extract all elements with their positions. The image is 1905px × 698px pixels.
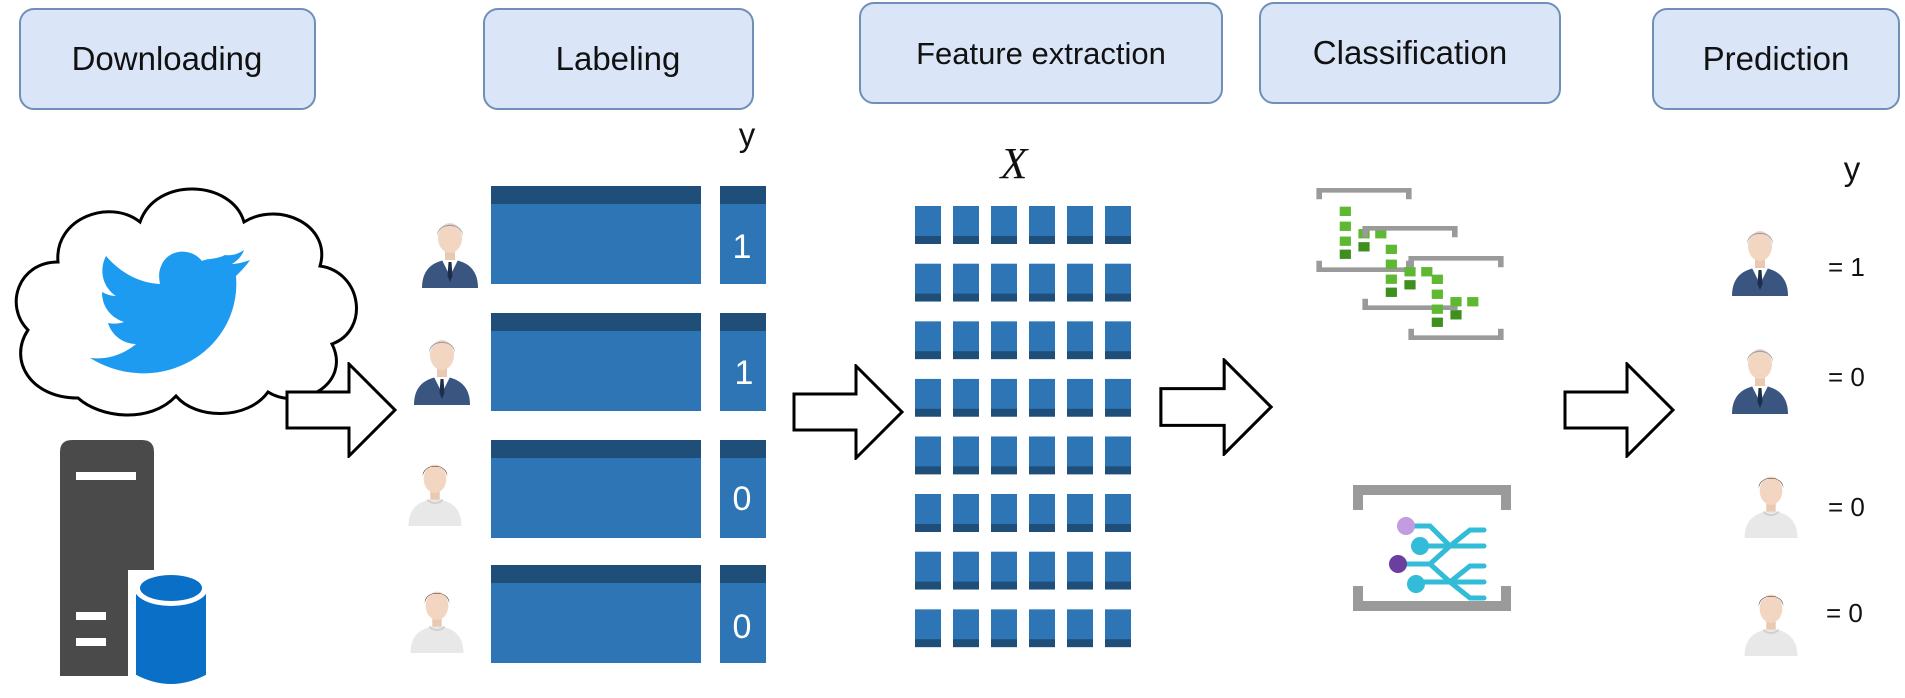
feature-cell (915, 263, 941, 302)
labeled-row: 1 (422, 186, 766, 288)
stage-label: Prediction (1703, 40, 1850, 77)
casual-user-icon (1743, 475, 1799, 538)
ml-model-icon-front (1409, 258, 1502, 338)
row-label: 0 (733, 608, 752, 646)
stage-label: Feature extraction (916, 36, 1166, 71)
feature-cell (1105, 378, 1131, 417)
database-icon (128, 570, 210, 690)
feature-cell (1029, 551, 1055, 590)
feature-cell (915, 206, 941, 244)
twitter-bird-icon (90, 250, 250, 374)
suit-user-icon (1732, 349, 1788, 414)
row-label: 1 (733, 228, 752, 266)
data-row-bar (491, 440, 766, 538)
row-label: 0 (733, 480, 752, 518)
feature-cell (1029, 494, 1055, 532)
feature-cell (1067, 263, 1093, 302)
ml-model-icon (1317, 190, 1502, 338)
suit-user-icon (422, 223, 478, 288)
prediction-result: = 0 (1828, 492, 1865, 522)
feature-cell (915, 378, 941, 417)
stage-feature-extraction: Feature extraction (859, 2, 1223, 104)
feature-cell (915, 551, 941, 590)
labeled-row: 0 (407, 440, 766, 538)
data-row-bar (491, 186, 766, 284)
labeled-row: 0 (409, 565, 766, 663)
feature-cell (1105, 494, 1131, 532)
stage-label: Labeling (556, 40, 681, 77)
stage-labeling: Labeling (483, 8, 754, 110)
prediction-result: = 1 (1828, 252, 1865, 282)
suit-user-icon (414, 340, 470, 405)
feature-cell (953, 206, 979, 244)
feature-cell (1029, 609, 1055, 648)
prediction-row: = 0 (1732, 349, 1865, 414)
prediction-row: = 1 (1732, 231, 1865, 296)
feature-cell (1029, 263, 1055, 302)
feature-cell (1105, 436, 1131, 475)
labeling-target-symbol: y (739, 116, 756, 153)
data-row-bar (491, 565, 766, 663)
row-label: 1 (735, 354, 754, 392)
stage-label: Classification (1313, 34, 1507, 71)
feature-cell (953, 263, 979, 302)
feature-cell (1029, 206, 1055, 244)
feature-cell (1067, 436, 1093, 475)
feature-cell (991, 551, 1017, 590)
decision-tree-icon (1353, 485, 1511, 611)
feature-cell (1029, 436, 1055, 475)
feature-cell (1067, 321, 1093, 360)
prediction-row: = 0 (1743, 475, 1865, 538)
feature-cell (991, 206, 1017, 244)
feature-cell (1105, 551, 1131, 590)
prediction-row: = 0 (1743, 593, 1863, 656)
feature-cell (991, 436, 1017, 475)
feature-cell (1067, 551, 1093, 590)
feature-cell (1067, 378, 1093, 417)
casual-user-icon (407, 463, 463, 526)
feature-cell (953, 494, 979, 532)
stage-prediction: Prediction (1652, 8, 1900, 110)
stage-label: Downloading (72, 40, 263, 77)
feature-cell (953, 609, 979, 648)
feature-cell (915, 321, 941, 360)
feature-cell (1105, 206, 1131, 244)
suit-user-icon (1732, 231, 1788, 296)
feature-cell (953, 551, 979, 590)
feature-cell (915, 609, 941, 648)
feature-cell (991, 263, 1017, 302)
feature-cell (953, 378, 979, 417)
feature-cell (1029, 378, 1055, 417)
feature-cell (1105, 263, 1131, 302)
stage-downloading: Downloading (19, 8, 316, 110)
arrow-right-icon (1563, 362, 1675, 458)
feature-cell (915, 436, 941, 475)
feature-cell (1105, 321, 1131, 360)
labeled-row: 1 (414, 313, 766, 411)
feature-cell (991, 378, 1017, 417)
feature-matrix (915, 206, 1131, 648)
prediction-target-symbol: y (1844, 150, 1861, 187)
prediction-result: = 0 (1828, 362, 1865, 392)
feature-cell (991, 609, 1017, 648)
prediction-result: = 0 (1826, 598, 1863, 628)
feature-cell (991, 321, 1017, 360)
feature-cell (991, 494, 1017, 532)
stage-classification: Classification (1259, 2, 1561, 104)
feature-cell (1067, 609, 1093, 648)
feature-cell (1105, 609, 1131, 648)
arrow-right-icon (792, 364, 904, 460)
casual-user-icon (1743, 593, 1799, 656)
feature-cell (1029, 321, 1055, 360)
feature-cell (953, 321, 979, 360)
feature-cell (1067, 206, 1093, 244)
feature-matrix-symbol: X (999, 139, 1030, 188)
feature-cell (953, 436, 979, 475)
feature-cell (915, 494, 941, 532)
casual-user-icon (409, 590, 465, 653)
feature-cell (1067, 494, 1093, 532)
arrow-right-icon (1159, 358, 1273, 456)
data-row-bar (491, 313, 766, 411)
